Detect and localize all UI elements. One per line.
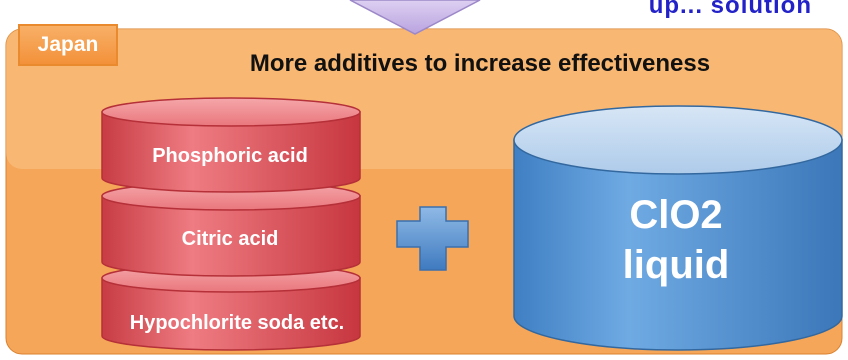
additive-cylinder-hypochlorite xyxy=(101,263,361,351)
region-tag: Japan xyxy=(18,24,118,66)
down-arrow-icon xyxy=(349,0,481,35)
plus-icon xyxy=(396,206,469,271)
product-cylinder-clo2 xyxy=(513,105,843,351)
additive-label-citric: Citric acid xyxy=(181,228,279,250)
additive-cylinder-citric xyxy=(101,181,361,277)
product-label: ClO2 liquid xyxy=(512,190,840,290)
additive-label-phosphoric: Phosphoric acid xyxy=(152,145,308,167)
product-label-line1: ClO2 xyxy=(629,193,723,237)
product-label-line2: liquid xyxy=(622,243,730,287)
top-heading-fragment: up... solution xyxy=(648,0,812,19)
additive-label-hypochlorite: Hypochlorite soda etc. xyxy=(129,312,345,334)
panel-heading: More additives to increase effectiveness xyxy=(249,50,711,77)
additive-cylinder-phosphoric xyxy=(101,97,361,193)
